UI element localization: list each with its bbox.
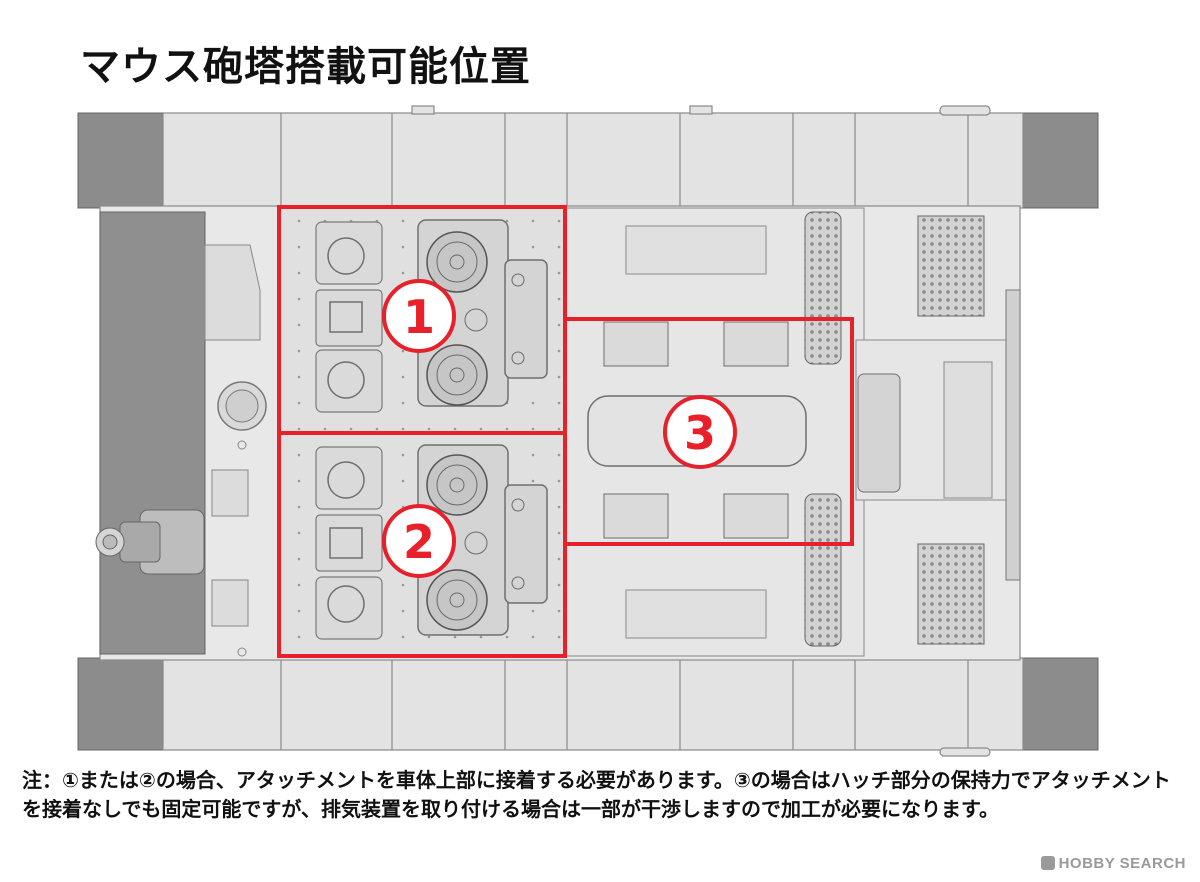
far-rear-area xyxy=(855,215,1021,645)
track-fenders xyxy=(77,112,1099,751)
page-title: マウス砲塔搭載可能位置 xyxy=(80,44,531,90)
side-skirt-top xyxy=(162,105,1024,209)
zone-1-label: 1 xyxy=(403,290,435,344)
watermark: HOBBY SEARCH xyxy=(1040,855,1186,872)
side-skirt-bottom xyxy=(162,657,1024,757)
watermark-text: HOBBY SEARCH xyxy=(1058,855,1186,872)
note-text: 注：①または②の場合、アタッチメントを車体上部に接着する必要があります。③の場合… xyxy=(22,768,1171,821)
zone-3-label: 3 xyxy=(684,406,716,460)
hull-top-view-diagram: 1 2 3 xyxy=(77,105,1099,757)
zone-badges: 1 2 3 xyxy=(382,279,737,578)
zone-2-label: 2 xyxy=(403,515,435,569)
hobby-search-logo-icon xyxy=(1040,856,1055,870)
mount-zone-frames xyxy=(277,205,854,658)
zone-3-frame xyxy=(563,317,854,546)
